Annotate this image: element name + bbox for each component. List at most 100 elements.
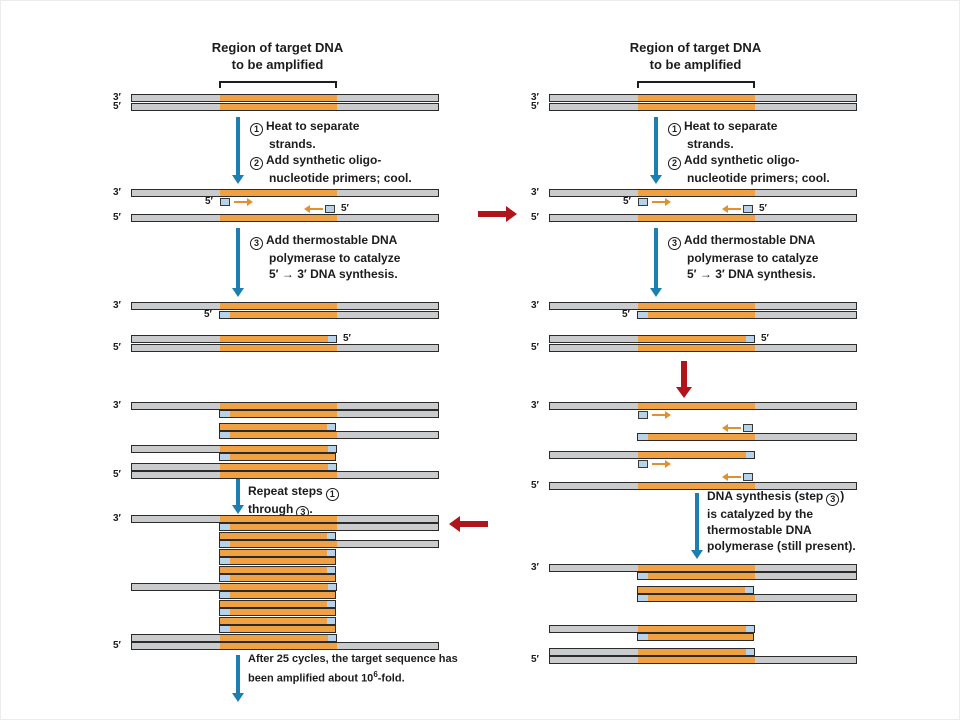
three-prime-label: 3′: [531, 187, 539, 198]
target-region-segment: [638, 215, 755, 221]
step-text: 5′ → 3′ DNA synthesis.: [269, 267, 398, 281]
step-text: strands.: [687, 137, 734, 151]
process-step-arrow: [236, 655, 240, 693]
step-text: Add synthetic oligo-: [684, 153, 800, 167]
target-region-segment: [220, 215, 337, 221]
step-1-badge: 1: [325, 488, 339, 501]
caption-line: been amplified about 106-fold.: [248, 667, 458, 687]
target-region-segment: [220, 516, 337, 522]
five-prime-label: 5′: [623, 196, 631, 207]
oligonucleotide-primer: [638, 460, 648, 468]
caption-line: After 25 cycles, the target sequence has: [248, 653, 458, 665]
target-region-segment: [648, 573, 755, 579]
target-region-segment: [220, 643, 337, 649]
step-text: nucleotide primers; cool.: [269, 171, 412, 185]
title-line: Region of target DNA: [629, 40, 762, 55]
dna-strand-bar: [549, 451, 755, 459]
target-region-segment: [220, 424, 327, 430]
dna-strand-bar: [549, 564, 857, 572]
dna-strand-bar: [549, 189, 857, 197]
dna-strand-bar: [219, 532, 336, 540]
dna-strand-bar: [131, 214, 439, 222]
step-2-badge: 2: [250, 157, 263, 170]
five-prime-label: 5′: [113, 640, 121, 651]
dna-strand-bar: [549, 482, 857, 490]
target-region-segment: [638, 336, 746, 342]
target-region-segment: [220, 403, 337, 409]
five-prime-label: 5′: [113, 342, 121, 353]
dna-strand-bar: [219, 591, 336, 599]
target-region-segment: [230, 575, 335, 581]
primer-segment: [220, 575, 230, 581]
primer-segment: [328, 635, 336, 641]
target-region-segment: [220, 464, 328, 470]
step-text: Add thermostable DNA: [684, 233, 816, 247]
primer-segment: [327, 424, 335, 430]
target-region-segment: [220, 635, 328, 641]
dna-strand-bar: [131, 103, 439, 111]
primer-segment: [745, 587, 753, 593]
five-prime-label: 5′: [531, 654, 539, 665]
note-text: .: [309, 502, 313, 516]
dna-strand-bar: [219, 600, 336, 608]
step-text: Heat to separate: [266, 119, 360, 133]
step-line: strands.: [668, 136, 830, 152]
cycle-flow-arrow: [681, 361, 687, 387]
five-prime-label: 5′: [761, 333, 769, 344]
note-text: DNA synthesis (step: [707, 489, 824, 503]
dna-strand-bar: [549, 344, 857, 352]
primer-segment: [220, 411, 230, 417]
step-line: 5′ → 3′ DNA synthesis.: [250, 266, 400, 282]
primer-segment: [220, 626, 230, 632]
primer-segment: [328, 584, 336, 590]
process-step-arrow: [695, 493, 699, 550]
primer-segment: [327, 601, 335, 607]
five-prime-label: 5′: [531, 480, 539, 491]
dna-strand-bar: [131, 402, 439, 410]
dna-strand-bar: [219, 557, 336, 565]
primer-segment: [327, 533, 335, 539]
dna-strand-bar: [131, 471, 439, 479]
three-prime-label: 3′: [531, 562, 539, 573]
note-text: through: [248, 502, 294, 516]
dna-strand-bar: [219, 423, 336, 431]
dna-strand-bar: [219, 608, 336, 616]
step-3-badge: 3: [826, 493, 840, 506]
target-region-segment: [230, 626, 335, 632]
primer-segment: [327, 618, 335, 624]
target-region-segment: [230, 558, 335, 564]
primer-segment: [220, 312, 230, 318]
target-region-segment: [220, 104, 337, 110]
dna-strand-bar: [549, 648, 755, 656]
step-text: Heat to separate: [684, 119, 778, 133]
primer-extension-arrow: [722, 205, 741, 213]
step-3-badge: 3: [668, 237, 681, 250]
target-region-segment: [230, 524, 337, 530]
target-region-bracket: [637, 81, 755, 88]
dna-strand-bar: [219, 311, 439, 319]
step-text: 5′ → 3′ DNA synthesis.: [687, 267, 816, 281]
target-region-segment: [220, 345, 337, 351]
target-region-segment: [648, 434, 755, 440]
dna-strand-bar: [131, 463, 337, 471]
dna-strand-bar: [131, 634, 337, 642]
dna-strand-bar: [131, 642, 439, 650]
primer-segment: [638, 312, 648, 318]
dna-strand-bar: [549, 103, 857, 111]
primer-segment: [220, 524, 230, 530]
note-text: ): [840, 489, 845, 503]
target-region-title-right: Region of target DNA to be amplified: [593, 39, 798, 73]
step-line: nucleotide primers; cool.: [668, 170, 830, 186]
target-region-segment: [220, 95, 337, 101]
dna-strand-bar: [637, 594, 857, 602]
three-prime-label: 3′: [113, 187, 121, 198]
primer-segment: [327, 550, 335, 556]
target-region-segment: [638, 587, 745, 593]
target-region-segment: [638, 95, 755, 101]
